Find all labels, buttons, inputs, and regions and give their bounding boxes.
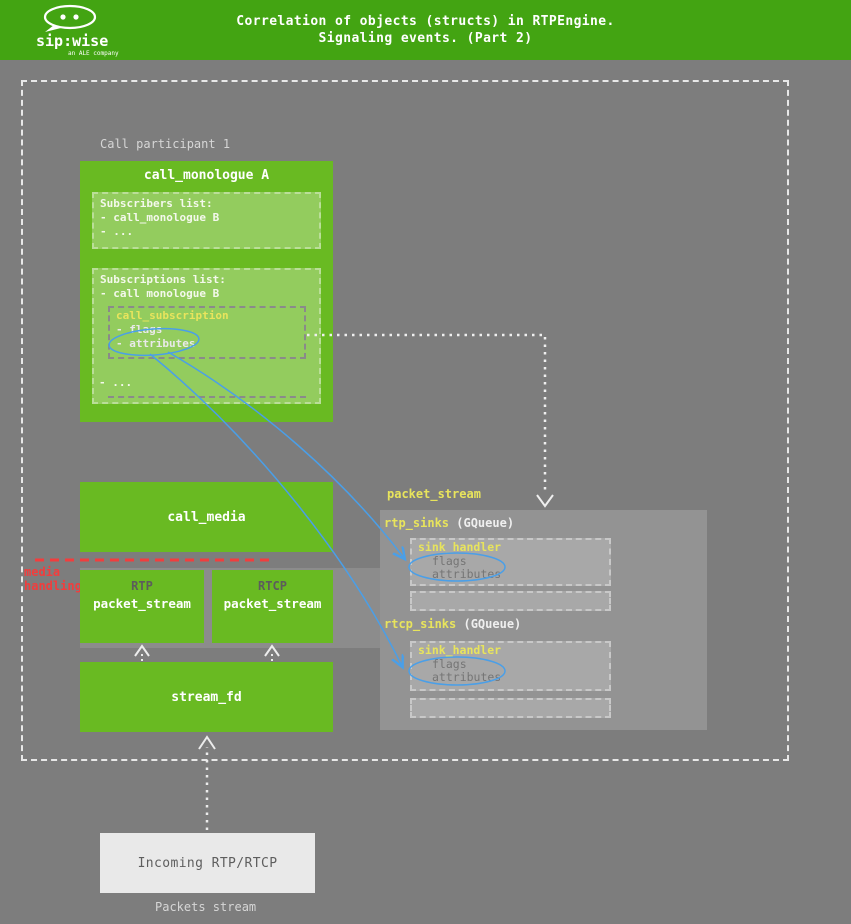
rtp-sinks-empty-slot: [410, 591, 611, 611]
rtp-packet-stream-box: RTP packet_stream: [80, 570, 204, 643]
rtp-sinks-type: (GQueue): [449, 516, 515, 530]
rtcp-sinks-type: (GQueue): [456, 617, 522, 631]
logo-dot-right: [73, 14, 79, 20]
incoming-rtp-rtcp-box: Incoming RTP/RTCP: [100, 833, 315, 893]
rtcp-packet-stream-box: RTCP packet_stream: [212, 570, 333, 643]
subscribers-list-box: Subscribers list: - call_monologue B - .…: [92, 192, 321, 249]
call-subscription-title: call_subscription: [116, 309, 229, 322]
speech-bubble-icon: [43, 4, 97, 30]
subscriptions-ellipsis: - ...: [99, 376, 133, 389]
stream-fd-title: stream_fd: [171, 689, 242, 705]
rtcp-packet-stream-title: packet_stream: [223, 596, 322, 611]
rtcp-sinks-label: rtcp_sinks (GQueue): [384, 617, 521, 631]
rtp-sink-handler-flags: flags: [432, 553, 467, 568]
rtp-sink-handler-title: sink_handler: [418, 540, 502, 554]
rtp-sinks-label: rtp_sinks (GQueue): [384, 516, 514, 530]
rtcp-sinks-empty-slot: [410, 698, 611, 718]
header-bar: sip:wise an ALE company Correlation of o…: [0, 0, 851, 60]
packet-stream-panel: rtp_sinks (GQueue) sink_handler flags at…: [380, 510, 707, 730]
call-media-title: call_media: [167, 509, 246, 525]
rtcp-sinks-name: rtcp_sinks: [384, 617, 457, 631]
participant-label: Call participant 1: [100, 137, 231, 151]
call-subscription-flags: - flags: [116, 323, 163, 336]
rtcp-sink-handler-attributes: attributes: [432, 670, 502, 684]
packets-stream-label: Packets stream: [155, 900, 257, 914]
subscribers-item: - ...: [100, 225, 134, 238]
logo-dot-left: [60, 14, 66, 20]
media-handling-line1: media: [24, 565, 61, 579]
logo-brand-text: sip:wise: [36, 32, 108, 50]
call-media-box: call_media: [80, 482, 333, 552]
rtp-packet-stream-title: packet_stream: [93, 596, 191, 611]
rtcp-sink-handler-title: sink_handler: [418, 643, 502, 657]
media-handling-label: media handling: [24, 565, 82, 593]
rtcp-sink-handler-box: sink_handler flags attributes: [410, 641, 611, 691]
subscription-hint-divider: [108, 396, 306, 398]
media-handling-line2: handling: [24, 579, 82, 593]
packet-stream-panel-label: packet_stream: [387, 487, 481, 501]
subscriptions-item: - call monologue B: [100, 287, 220, 300]
subscribers-item: - call_monologue B: [100, 211, 220, 224]
call-monologue-box: call_monologue A Subscribers list: - cal…: [80, 161, 333, 422]
page-title: Correlation of objects (structs) in RTPE…: [0, 13, 851, 47]
subscribers-title: Subscribers list:: [100, 197, 213, 210]
call-subscription-attributes: - attributes: [116, 337, 196, 350]
title-line-2: Signaling events. (Part 2): [318, 31, 533, 46]
subscriptions-list-box: Subscriptions list: - call monologue B c…: [92, 268, 321, 404]
speech-bubble-tail: [45, 25, 61, 32]
diagram-frame: [21, 80, 789, 761]
rtcp-type-label: RTCP: [258, 579, 287, 593]
title-line-1: Correlation of objects (structs) in RTPE…: [236, 14, 615, 29]
call-subscription-box: call_subscription - flags - attributes: [108, 306, 306, 359]
incoming-title: Incoming RTP/RTCP: [137, 855, 278, 871]
rtp-type-label: RTP: [131, 579, 153, 593]
sipwise-logo: sip:wise an ALE company: [36, 4, 119, 57]
rtcp-sink-handler-flags: flags: [432, 656, 467, 671]
stream-fd-box: stream_fd: [80, 662, 333, 732]
rtp-sink-handler-attributes: attributes: [432, 567, 502, 581]
call-monologue-title: call_monologue A: [143, 168, 270, 183]
logo-tagline-text: an ALE company: [68, 50, 119, 57]
rtp-sink-handler-box: sink_handler flags attributes: [410, 538, 611, 586]
rtp-sinks-name: rtp_sinks: [384, 516, 450, 530]
subscriptions-title: Subscriptions list:: [100, 273, 226, 286]
